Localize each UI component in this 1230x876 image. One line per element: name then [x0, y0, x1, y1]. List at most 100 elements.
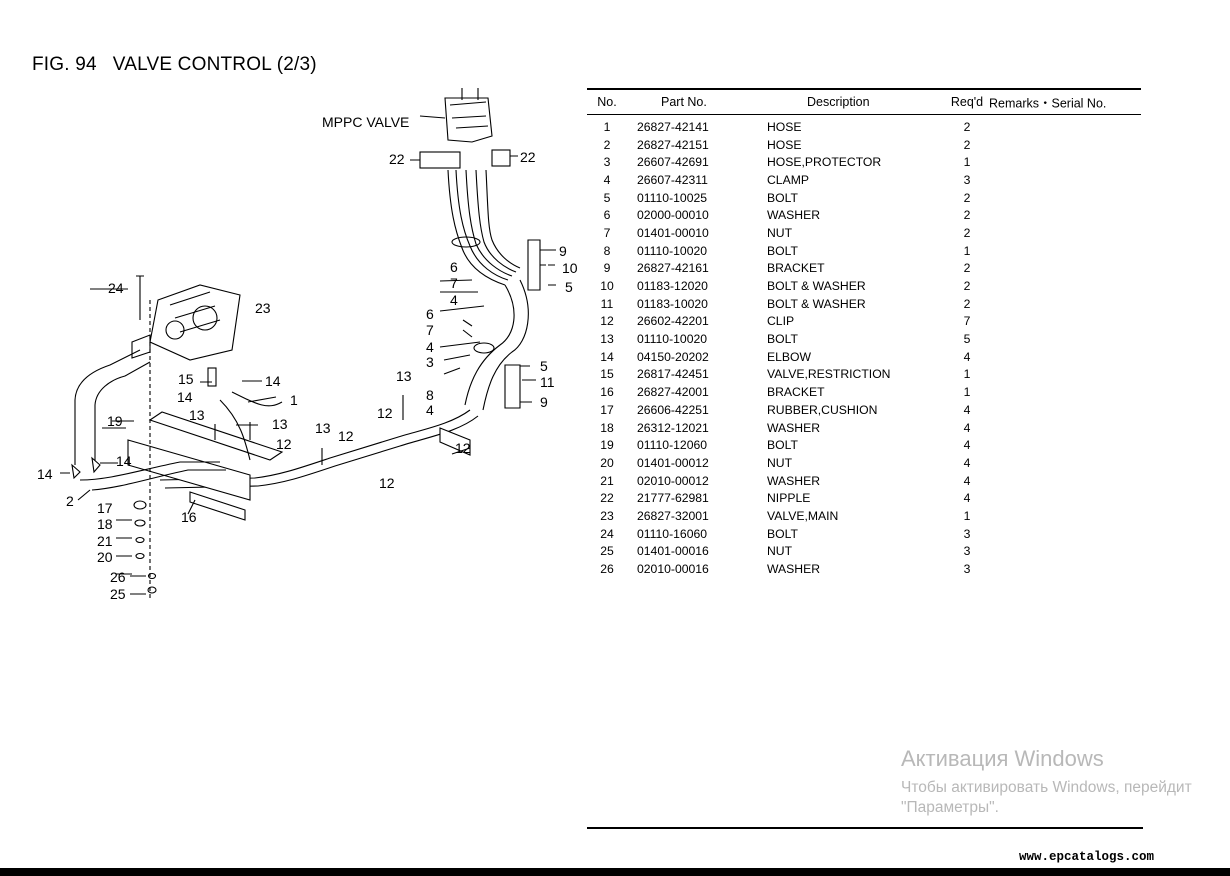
callout: 6: [426, 306, 434, 322]
row-part-no: 26817-42451: [637, 367, 709, 382]
callout: 18: [97, 516, 113, 532]
row-part-no: 01401-00012: [637, 455, 709, 470]
header-no: No.: [597, 95, 617, 109]
row-description: NUT: [767, 455, 793, 470]
row-no: 26: [600, 562, 614, 577]
row-reqd: 4: [963, 491, 971, 506]
row-no: 11: [600, 296, 614, 311]
row-no: 21: [600, 473, 614, 488]
callout: 22: [520, 149, 536, 165]
callout: 12: [276, 436, 292, 452]
row-no: 9: [603, 261, 611, 276]
row-reqd: 3: [963, 562, 971, 577]
row-reqd: 5: [963, 332, 971, 347]
callout: 22: [389, 151, 405, 167]
row-part-no: 01110-10020: [637, 332, 708, 347]
callout: 19: [107, 413, 123, 429]
row-part-no: 26827-42001: [637, 385, 709, 400]
row-part-no: 01401-00016: [637, 544, 709, 559]
callout: 14: [116, 453, 132, 469]
row-description: VALVE,MAIN: [767, 508, 839, 523]
row-description: NUT: [767, 225, 793, 240]
row-description: RUBBER,CUSHION: [767, 402, 878, 417]
callout: 16: [181, 509, 197, 525]
row-reqd: 4: [963, 420, 971, 435]
row-reqd: 3: [963, 172, 971, 187]
row-description: CLAMP: [767, 172, 809, 187]
row-reqd: 2: [963, 137, 971, 152]
row-reqd: 2: [963, 279, 971, 294]
row-part-no: 01110-12060: [637, 438, 708, 453]
callout: 9: [540, 394, 548, 410]
figure-name: VALVE CONTROL (2/3): [112, 54, 317, 75]
callout: 13: [396, 368, 412, 384]
header-reqd: Req'd: [950, 95, 984, 109]
callout: 12: [455, 440, 471, 456]
callout: 4: [426, 339, 434, 355]
callout: 20: [97, 549, 113, 565]
row-no: 15: [600, 367, 614, 382]
row-description: WASHER: [767, 208, 821, 223]
callout: 11: [540, 374, 555, 390]
row-part-no: 01110-16060: [637, 526, 708, 541]
row-reqd: 4: [963, 455, 971, 470]
row-description: NUT: [767, 544, 793, 559]
callout: 23: [255, 300, 271, 316]
table-header-rule: [587, 114, 1141, 115]
row-description: BOLT: [767, 526, 798, 541]
row-part-no: 21777-62981: [637, 491, 709, 506]
row-reqd: 4: [963, 402, 971, 417]
parts-table: No. Part No. Description Req'd Remarks・S…: [587, 88, 1141, 578]
row-description: CLIP: [767, 314, 795, 329]
table-bottom-rule: [587, 827, 1143, 829]
table-row: 13 01110-10020 BOLT 5: [587, 330, 1141, 348]
row-description: BOLT: [767, 332, 798, 347]
row-part-no: 26827-42151: [637, 137, 709, 152]
row-part-no: 02000-00010: [637, 208, 709, 223]
row-no: 22: [600, 491, 614, 506]
row-description: ELBOW: [767, 349, 812, 364]
callout: 4: [426, 402, 434, 418]
row-reqd: 4: [963, 473, 971, 488]
figure-number: FIG. 94: [32, 54, 97, 75]
row-part-no: 26607-42691: [637, 155, 709, 170]
header-part-no: Part No.: [661, 95, 707, 109]
row-no: 24: [600, 526, 614, 541]
header-description: Description: [807, 95, 870, 109]
row-reqd: 7: [963, 314, 971, 329]
row-part-no: 26607-42311: [637, 172, 708, 187]
windows-activation-watermark: Активация Windows Чтобы активировать Win…: [901, 746, 1192, 817]
row-no: 13: [600, 332, 614, 347]
callout: 14: [265, 373, 281, 389]
row-reqd: 4: [963, 349, 971, 364]
callout: 7: [450, 275, 458, 291]
row-part-no: 01110-10020: [637, 243, 708, 258]
header-remarks: Remarks・Serial No.: [989, 96, 1107, 111]
table-header: No. Part No. Description Req'd Remarks・S…: [587, 90, 1141, 114]
row-no: 23: [600, 508, 614, 523]
callout: 10: [562, 260, 578, 276]
row-reqd: 1: [963, 508, 971, 523]
row-no: 1: [603, 119, 611, 134]
callout: 12: [377, 405, 393, 421]
callout: 8: [426, 387, 434, 403]
row-description: WASHER: [767, 473, 821, 488]
row-no: 6: [603, 208, 611, 223]
row-reqd: 2: [963, 296, 971, 311]
callout: 9: [559, 243, 567, 259]
row-no: 17: [600, 402, 614, 417]
callout: 3: [426, 354, 434, 370]
row-description: VALVE,RESTRICTION: [767, 367, 891, 382]
